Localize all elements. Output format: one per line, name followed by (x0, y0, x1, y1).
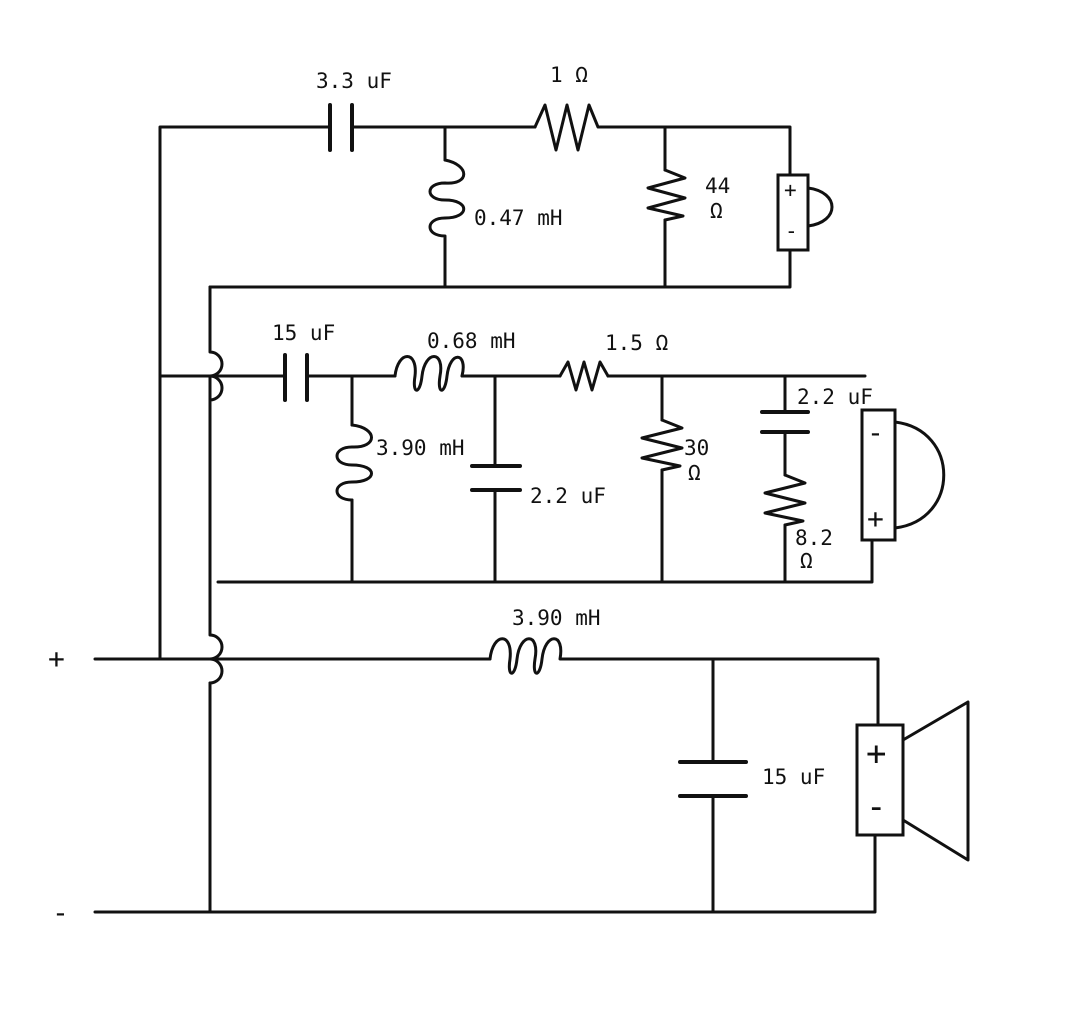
tweeter-shunt-resistor: 44 Ω (646, 168, 730, 223)
woofer-driver-plus: + (866, 734, 886, 774)
tweeter-r1-label: 1 Ω (550, 63, 588, 87)
tweeter-section: 3.3 uF 1 Ω 0.47 mH 44 Ω + - (316, 63, 834, 252)
woofer-section: 3.90 mH 15 uF + - (488, 606, 970, 862)
input-negative-wire (93, 833, 877, 914)
woofer-l1-label: 3.90 mH (512, 606, 601, 630)
input-negative-label: - (52, 896, 69, 929)
mid-l2-label: 3.90 mH (376, 436, 465, 460)
tweeter-r2-value: 44 (705, 174, 730, 198)
mid-shunt-inductor: 3.90 mH (335, 423, 465, 502)
tweeter-r2-unit: Ω (710, 199, 723, 223)
mid-series-resistor: 1.5 Ω (558, 331, 668, 392)
mid-series-capacitor: 15 uF (272, 321, 335, 402)
mid-zobel-capacitor: 2.2 uF (760, 385, 873, 434)
woofer-top-wire (573, 657, 880, 727)
tweeter-series-capacitor: 3.3 uF (316, 69, 392, 152)
midrange-section: 15 uF 0.68 mH 1.5 Ω 3.90 mH 2.2 uF 30 Ω (272, 321, 946, 573)
left-positive-bus (158, 125, 332, 661)
mid-r3-value: 8.2 (795, 526, 833, 550)
mid-c3-label: 2.2 uF (797, 385, 873, 409)
mid-series-inductor: 0.68 mH (393, 329, 516, 392)
tweeter-l1-label: 0.47 mH (474, 206, 563, 230)
woofer-driver-minus: - (866, 787, 886, 827)
woofer-driver: + - (855, 700, 970, 862)
mid-bottom-wire (216, 538, 874, 584)
mid-top-wire (306, 374, 787, 414)
input-positive-label: + (48, 642, 65, 675)
negative-return-bus-mid (208, 398, 224, 661)
tweeter-bottom-wire (208, 248, 792, 289)
tweeter-driver-plus: + (784, 178, 797, 202)
wires (93, 125, 880, 914)
mid-c1-label: 15 uF (272, 321, 335, 345)
tweeter-series-resistor: 1 Ω (533, 63, 602, 152)
tweeter-top-wire (350, 125, 792, 177)
tweeter-shunt-inductor: 0.47 mH (428, 158, 563, 242)
tweeter-c1-label: 3.3 uF (316, 69, 392, 93)
tweeter-driver-minus: - (785, 219, 798, 243)
mid-r2-unit: Ω (688, 461, 701, 485)
mid-r2-value: 30 (684, 436, 709, 460)
mid-driver-plus: + (867, 502, 884, 535)
mid-shunt-capacitor: 2.2 uF (470, 464, 606, 508)
woofer-series-inductor: 3.90 mH (488, 606, 601, 675)
mid-c2-label: 2.2 uF (530, 484, 606, 508)
mid-input-wire (158, 374, 287, 402)
mid-r1-label: 1.5 Ω (605, 331, 668, 355)
mid-zobel-resistor: 8.2 Ω (763, 473, 833, 573)
woofer-c1-label: 15 uF (762, 765, 825, 789)
mid-shunt-resistor: 30 Ω (640, 418, 709, 485)
mid-driver-minus: - (867, 416, 884, 449)
mid-l1-label: 0.68 mH (427, 329, 516, 353)
input-positive-wire (93, 657, 492, 685)
negative-return-bus (208, 285, 224, 914)
tweeter-driver: + - (776, 173, 834, 252)
woofer-shunt-capacitor: 15 uF (678, 760, 825, 798)
mid-r3-unit: Ω (800, 549, 813, 573)
midrange-driver: - + (860, 408, 946, 542)
